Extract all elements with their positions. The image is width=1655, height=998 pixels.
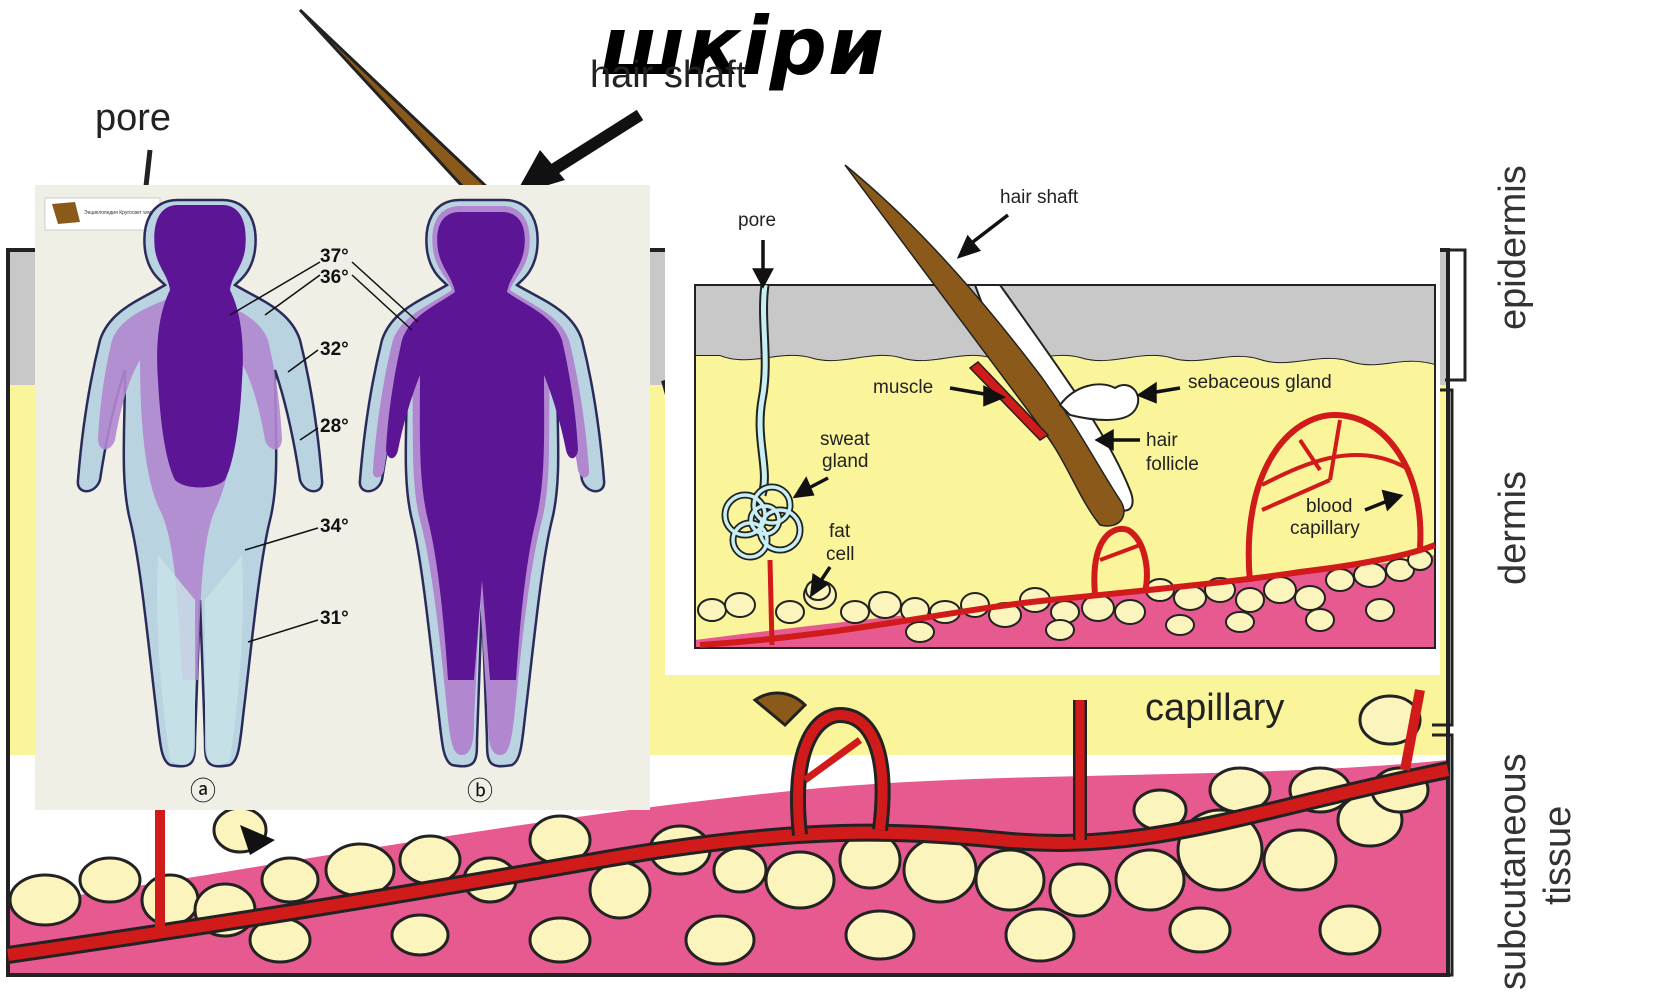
inset-label-capillary: capillary [1290,518,1360,539]
temp-label-37: 37° [320,246,349,267]
body-temperature-panel: Энциклопедия Кругосвет www.krugosvet.ru [35,185,650,810]
temp-label-28: 28° [320,416,349,437]
temp-label-34: 34° [320,516,349,537]
layer-label-dermis: dermis [1492,471,1534,585]
fat-cell [725,593,755,617]
fat-cell [904,838,976,902]
figure-label-a: ⓐ [190,777,216,807]
fat-cell [1170,908,1230,952]
body-a-core [154,205,245,488]
fat-cell [1166,615,1194,635]
fat-cell [1236,588,1264,612]
layer-label-tissue: tissue [1537,806,1579,905]
inset-label-sweat: sweat [820,429,870,450]
fat-cell [1320,906,1380,954]
fat-cell [142,875,198,925]
fat-cell [1046,620,1074,640]
fat-cell [1366,599,1394,621]
figure-label-b: ⓑ [467,777,493,807]
fat-cell [530,918,590,962]
fat-cell [714,848,766,892]
bg-label-pore: pore [95,97,171,139]
fat-cell [869,592,901,618]
fat-cell [80,858,140,902]
fat-cell [1264,830,1336,890]
bg-label-hair-shaft: hair shaft [590,54,747,96]
fat-cell [698,599,726,621]
fat-cell [846,911,914,959]
inset-label-cell: cell [826,544,855,565]
inset-label-hair: hair [1146,430,1178,451]
fat-cell [1226,612,1254,632]
bg-label-capillary: capillary [1145,687,1284,729]
fat-cell [776,601,804,623]
inset-label-follicle: follicle [1146,454,1199,475]
layer-label-epidermis: epidermis [1492,165,1534,330]
fat-cell [1006,909,1074,961]
fat-cell [1306,609,1334,631]
fat-cell [392,915,448,955]
inset-label-hair-shaft: hair shaft [1000,187,1079,208]
fat-cell [1326,569,1354,591]
inset-label-blood: blood [1306,496,1353,517]
fat-cell [976,850,1044,910]
temp-label-31: 31° [320,608,349,629]
inset-label-muscle: muscle [873,377,933,398]
layer-label-subcutaneous: subcutaneous [1492,753,1534,990]
fat-cell [1116,850,1184,910]
fat-cell [1050,864,1110,916]
fat-cell [10,875,80,925]
bg-hair-shaft [300,10,490,200]
inset-label-fat: fat [829,521,851,542]
temp-label-36: 36° [320,267,349,288]
temp-label-32: 32° [320,339,349,360]
inset-label-gland: gland [822,451,869,472]
inset-epidermis [695,285,1435,365]
inset-label-pore: pore [738,210,776,231]
inset-label-sebaceous-gland: sebaceous gland [1188,372,1332,393]
fat-cell [1115,600,1145,624]
fat-cell [906,622,934,642]
fat-cell [841,601,869,623]
fat-cell [686,916,754,964]
fat-cell [1264,577,1296,603]
fat-cell [590,862,650,918]
fat-cell [1295,586,1325,610]
skin-inset: pore hair shaft muscle sebaceous gland s… [665,160,1440,675]
fat-cell [262,858,318,902]
bg-hair-shaft-arrow [545,115,640,175]
fat-cell [766,852,834,908]
